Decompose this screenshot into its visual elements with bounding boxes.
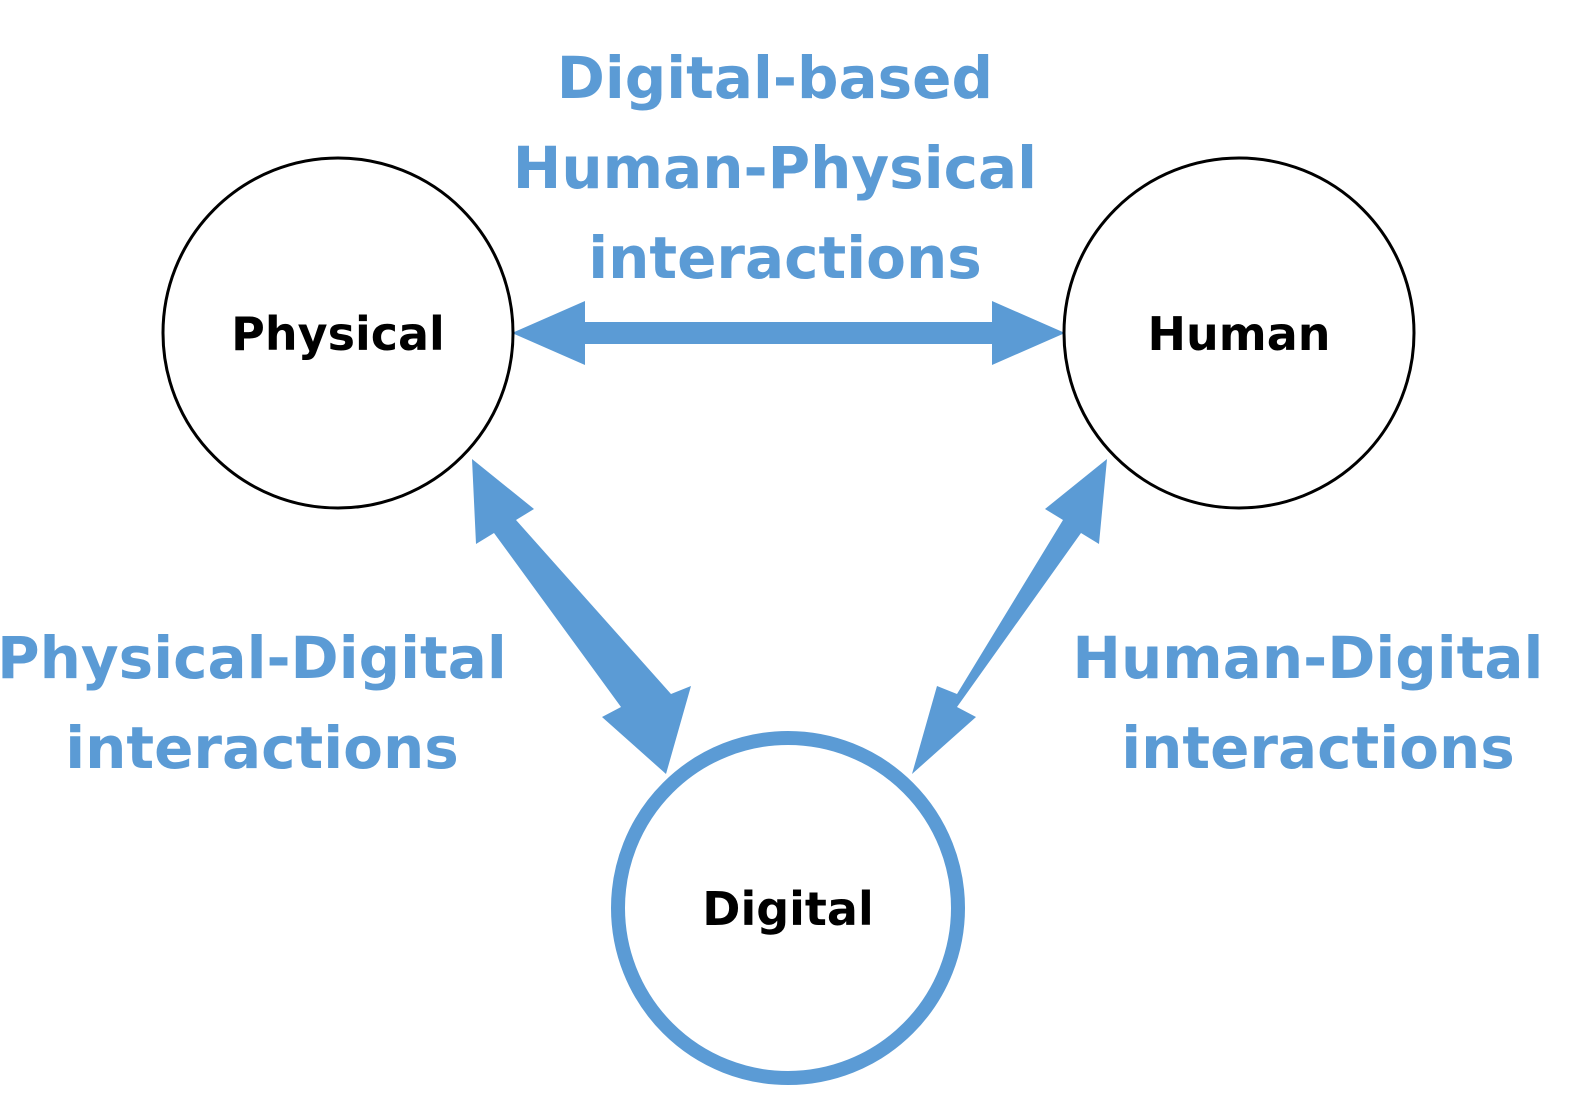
edge-label-top-line-2: Human-Physical bbox=[513, 134, 1037, 202]
edge-label-top-line-1: Digital-based bbox=[557, 44, 993, 112]
node-digital: Digital bbox=[611, 731, 965, 1085]
human-label: Human bbox=[1148, 307, 1331, 361]
edge-label-left: Physical-Digital interactions bbox=[0, 624, 527, 782]
arrow-physical-human bbox=[512, 301, 1065, 365]
digital-label: Digital bbox=[702, 882, 873, 936]
digital-circle bbox=[611, 731, 965, 1085]
node-human: Human bbox=[1062, 156, 1416, 510]
arrow-physical-digital bbox=[472, 459, 691, 774]
edge-label-left-line-1: Physical-Digital bbox=[0, 624, 507, 692]
edge-label-top: Digital-based Human-Physical interaction… bbox=[513, 44, 1057, 292]
edge-label-top-line-3: interactions bbox=[588, 224, 982, 292]
arrow-human-digital bbox=[912, 459, 1107, 774]
physical-circle bbox=[161, 156, 515, 510]
edge-label-right-line-2: interactions bbox=[1121, 714, 1515, 782]
edge-label-right-line-1: Human-Digital bbox=[1072, 624, 1543, 692]
edge-label-left-line-2: interactions bbox=[65, 714, 459, 782]
edge-label-right: Human-Digital interactions bbox=[1072, 624, 1563, 782]
human-circle bbox=[1062, 156, 1416, 510]
physical-label: Physical bbox=[231, 307, 445, 361]
node-physical: Physical bbox=[161, 156, 515, 510]
arrows bbox=[472, 301, 1107, 774]
